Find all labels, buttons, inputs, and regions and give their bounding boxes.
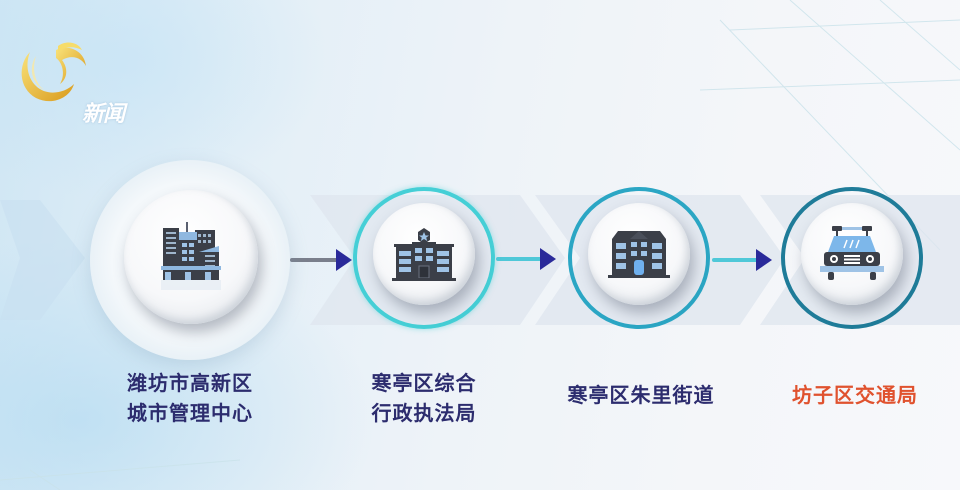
police-car-icon [820, 226, 884, 280]
label-line-1: 寒亭区综合 [371, 371, 477, 395]
arrow-2-3-icon [540, 248, 556, 270]
node-ring [781, 187, 923, 329]
broadcaster-logo: 新闻 [12, 38, 132, 127]
flow-node-city-management-center [90, 160, 290, 360]
label-line-1: 潍坊市高新区 [127, 371, 253, 395]
connector-1-2 [290, 258, 340, 262]
node-disc [588, 203, 690, 305]
flow-node-law-enforcement-bureau [353, 187, 495, 329]
node-label-city-management-center: 潍坊市高新区 城市管理中心 [100, 368, 280, 428]
node-label-law-enforcement-bureau: 寒亭区综合 行政执法局 [344, 368, 504, 428]
arrow-3-4-icon [756, 249, 772, 271]
node-ring [568, 187, 710, 329]
node-ring [353, 187, 495, 329]
city-buildings-icon [161, 222, 221, 290]
node-label-zhuli-subdistrict: 寒亭区朱里街道 [546, 380, 736, 410]
node-disc [373, 203, 475, 305]
node-label-fangzi-transport-bureau: 坊子区交通局 [770, 380, 940, 410]
law-enforcement-building-icon [392, 228, 456, 281]
label-line-1: 坊子区交通局 [792, 383, 918, 407]
label-line-2: 城市管理中心 [127, 401, 253, 425]
label-line-1: 寒亭区朱里街道 [567, 383, 715, 407]
flow-node-zhuli-subdistrict [568, 187, 710, 329]
label-line-2: 行政执法局 [371, 401, 477, 425]
golden-swirl-logo-icon [21, 42, 86, 102]
office-building-icon [608, 231, 670, 278]
arrow-1-2-icon [336, 249, 352, 271]
connector-3-4 [712, 258, 760, 262]
logo-text: 新闻 [82, 102, 125, 127]
connector-2-3 [496, 257, 542, 261]
node-disc [124, 190, 258, 324]
flow-node-fangzi-transport-bureau [781, 187, 923, 329]
node-disc [801, 203, 903, 305]
